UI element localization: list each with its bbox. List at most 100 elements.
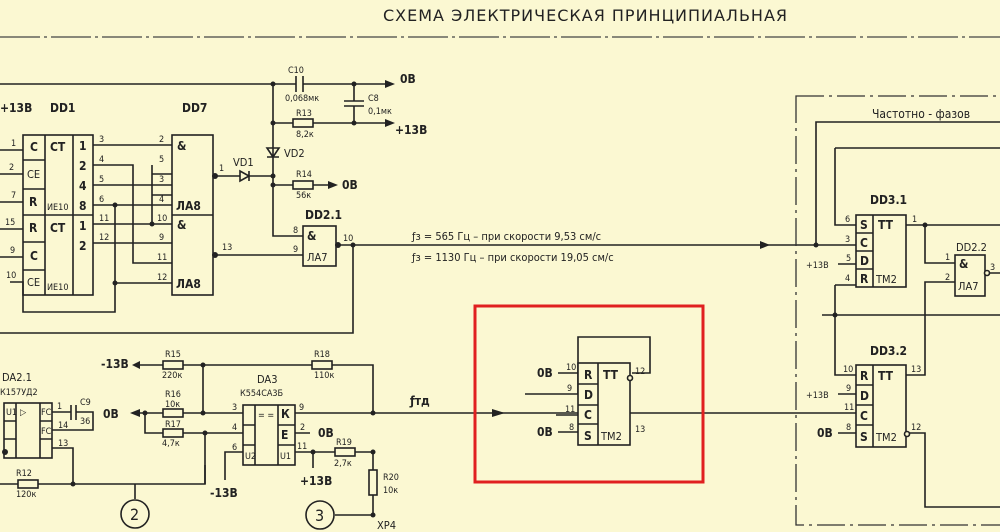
dd1-weight: 4 (79, 179, 87, 193)
ff-input-label: R (584, 368, 593, 382)
pin-number: 11 (844, 403, 854, 413)
marker-3 (305, 500, 335, 530)
dd32-type: TM2 (875, 431, 897, 444)
ff-input-label: D (584, 388, 593, 402)
da2-1-section: DA2.1 К157УД2 U1 ▷ FC FC 1 14 13 C9 36 R… (0, 371, 206, 529)
pin-number: 4 (232, 423, 237, 433)
da21-fc: FC (41, 427, 52, 437)
freq-label-1130: ƒз = 1130 Гц – при скорости 19,05 см/с (411, 251, 614, 264)
rail-label: 0В (537, 366, 553, 380)
pin-number: 11 (157, 253, 167, 263)
r20-value: 10к (383, 486, 398, 496)
ftd-label: ƒтд (409, 394, 430, 408)
r16-ref: R16 (165, 390, 181, 400)
pin-number: 6 (845, 215, 850, 225)
rail-plus13-label: +13В (395, 123, 427, 137)
r19-ref: R19 (336, 438, 352, 448)
dd21-func: & (307, 229, 316, 243)
dd31-input-label: S (860, 218, 868, 232)
r16-value: 10к (165, 400, 180, 410)
pin-number: 9 (846, 384, 851, 394)
dd1-func: CT (50, 140, 66, 154)
c8-ref: C8 (368, 94, 379, 104)
pin-number: 5 (99, 175, 104, 185)
rail-label: -13В (210, 486, 238, 500)
pin-number: 11 (565, 405, 575, 415)
dd7-ref: DD7 (182, 101, 207, 115)
rail-label: +13В (806, 391, 829, 401)
rail-label: -13В (101, 357, 129, 371)
pin-number: 9 (293, 245, 298, 255)
dd1-weight: 1 (79, 219, 87, 233)
r17-ref: R17 (165, 420, 181, 430)
da21-u1: U1 (6, 408, 17, 418)
pin-number: 12 (635, 367, 645, 377)
rail-label: +13В (806, 261, 829, 271)
ff-func: TT (603, 368, 619, 382)
connector-xp4: XP4 (377, 519, 396, 532)
pin-number: 13 (222, 243, 232, 253)
opamp-triangle-icon: ▷ (20, 408, 27, 418)
pin-number: 13 (911, 365, 921, 375)
ff-type: TM2 (600, 430, 622, 443)
c8-value: 0,1мк (368, 107, 392, 117)
rail-label: 0В (817, 426, 833, 440)
dd1-input-label: CE (27, 168, 40, 181)
r18-value: 110к (314, 371, 334, 381)
pin-number: 14 (58, 421, 68, 431)
pin-number: 6 (99, 195, 104, 205)
pin-number: 4 (845, 274, 850, 284)
diode-vd2-icon (265, 147, 281, 159)
diode-vd1-icon (239, 169, 251, 183)
rail-label: 0В (318, 426, 334, 440)
da3-u2: U2 (245, 452, 256, 462)
pin-number: 1 (11, 139, 16, 149)
pin-number: 3 (845, 235, 850, 245)
pin-number: 3 (990, 263, 995, 273)
rail-label: +13В (0, 101, 32, 115)
pin-number: 2 (300, 423, 305, 433)
pin-number: 15 (5, 218, 15, 228)
dd1-input-label: CE (27, 276, 40, 289)
r14-ref: R14 (296, 170, 312, 180)
pin-number: 8 (569, 423, 574, 433)
vd2-ref: VD2 (284, 147, 305, 160)
r15-ref: R15 (165, 350, 181, 360)
da21-type: К157УД2 (0, 388, 38, 398)
pin-number: 2 (9, 163, 14, 173)
c10-ref: C10 (288, 66, 304, 76)
pin-number: 10 (6, 271, 16, 281)
pin-number: 4 (159, 195, 164, 205)
pin-number: 9 (10, 246, 15, 256)
highlight-box (473, 304, 705, 484)
pin-number: 5 (846, 254, 851, 264)
pin-number: 2 (159, 135, 164, 145)
dd1-weight: 2 (79, 239, 87, 253)
flip-flop-tm2-highlighted: R D C S TT TM2 0В 0В 10 9 11 8 12 13 (473, 304, 705, 484)
dd1-type: ИЕ10 (47, 283, 68, 293)
r17-value: 4,7к (162, 439, 180, 449)
da3-ref: DA3 (257, 373, 278, 386)
dd21-type: ЛА7 (307, 251, 328, 264)
dd22-type: ЛА7 (958, 280, 979, 293)
pin-number: 9 (159, 233, 164, 243)
dd1-ref: DD1 (50, 101, 75, 115)
pin-number: 1 (57, 402, 62, 412)
dd1-input-label: R (29, 221, 38, 235)
rail-label: +13В (300, 474, 332, 488)
dd1-func: CT (50, 221, 66, 235)
pin-number: 8 (846, 423, 851, 433)
rail-label: 0В (537, 425, 553, 439)
pin-number: 3 (232, 403, 237, 413)
da21-fc: FC (41, 408, 52, 418)
da3-section: -13В 0В R15 220к R16 10к R17 4,7к R18 11… (101, 350, 800, 532)
pin-number: 12 (157, 273, 167, 283)
dd7-func: & (177, 139, 186, 153)
dd1-input-label: C (30, 140, 38, 154)
pin-number: 2 (945, 273, 950, 283)
pin-number: 3 (99, 135, 104, 145)
pin-number: 12 (99, 233, 109, 243)
da3-out-label: Е (281, 428, 288, 442)
